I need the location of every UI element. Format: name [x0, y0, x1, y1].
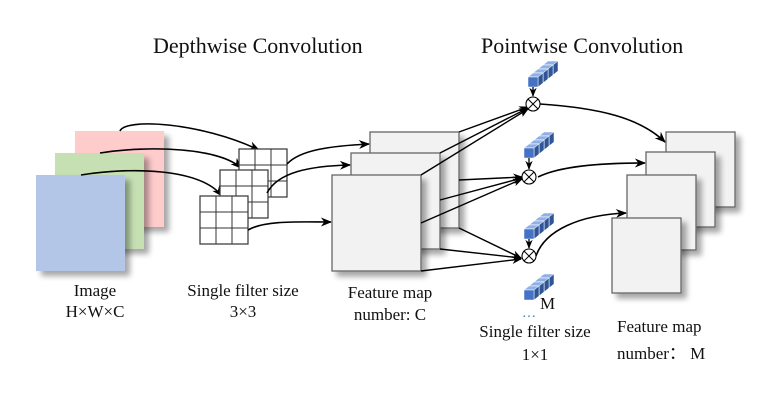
dw-featuremap-count: number: C	[353, 305, 427, 324]
pointwise-title: Pointwise Convolution	[481, 33, 684, 58]
arrow-mul2-to-out2	[537, 158, 647, 178]
multiply-cross	[523, 250, 535, 262]
filter-to-featuremap-arrows	[247, 140, 371, 231]
cube-front	[523, 228, 535, 240]
depthwise-title: Depthwise Convolution	[153, 33, 363, 58]
arrow-red-to-filter	[119, 123, 261, 151]
multiply-node-1	[525, 96, 541, 112]
pw-filter-size: 1×1	[521, 345, 549, 364]
line-b1	[458, 173, 523, 182]
arrow-green-to-filter	[99, 148, 242, 169]
arrow-mul1-to-out1	[539, 103, 666, 143]
input-image	[36, 131, 164, 271]
line-a1	[458, 106, 529, 133]
arrow-blue-to-filter	[80, 169, 223, 197]
depthwise-filters	[199, 148, 288, 245]
arrow-mul3-to-out3	[535, 208, 628, 257]
pw-filter-m-label: M	[540, 294, 556, 313]
pointwise-feature-maps	[611, 131, 736, 294]
pw-filter-3	[523, 212, 555, 240]
cube-front	[527, 76, 539, 88]
pw-filter-1	[527, 60, 559, 88]
line-a2	[439, 107, 529, 154]
pw-filter-2	[523, 131, 555, 159]
pw-featuremap-label: Feature map	[617, 317, 702, 336]
dw-filter-label: Single filter size	[187, 281, 299, 300]
image-dims-label: H×W×C	[65, 302, 125, 321]
multiply-node-3	[521, 248, 537, 264]
multiply-cross	[527, 98, 539, 110]
arrow-filter1-to-map1	[286, 140, 371, 165]
line-c3	[420, 256, 522, 272]
pw-featuremap-count: number： M	[617, 344, 706, 363]
featuremap-to-multiply-lines	[420, 106, 529, 272]
pw-ellipsis: …	[522, 306, 537, 321]
dw-filter-3	[199, 195, 249, 245]
image-label: Image	[73, 281, 117, 300]
multiply-cross	[523, 171, 535, 183]
image-to-filter-arrows	[80, 123, 261, 197]
dw-filter-size: 3×3	[229, 302, 257, 321]
cube-front	[523, 147, 535, 159]
line-b3	[420, 178, 523, 224]
pw-filter-m	[523, 273, 555, 301]
pw-filter-label: Single filter size	[479, 322, 591, 341]
arrow-filter2-to-map2	[266, 160, 352, 194]
line-a3	[420, 108, 529, 176]
filter-grid-frame	[199, 195, 249, 245]
dw-feature-map-3	[331, 174, 422, 272]
line-c1	[458, 227, 522, 259]
line-b2	[439, 176, 523, 201]
line-c2	[439, 248, 522, 261]
pw-feature-map-4	[611, 217, 682, 294]
pointwise-filters	[521, 60, 559, 301]
cube-front	[523, 289, 535, 301]
dw-featuremap-label: Feature map	[347, 283, 433, 302]
multiply-to-output-arrows	[535, 103, 666, 257]
image-channel-blue	[36, 175, 125, 271]
multiply-node-2	[521, 169, 537, 185]
depthwise-feature-maps	[331, 131, 460, 272]
arrow-filter3-to-map3	[247, 217, 333, 231]
